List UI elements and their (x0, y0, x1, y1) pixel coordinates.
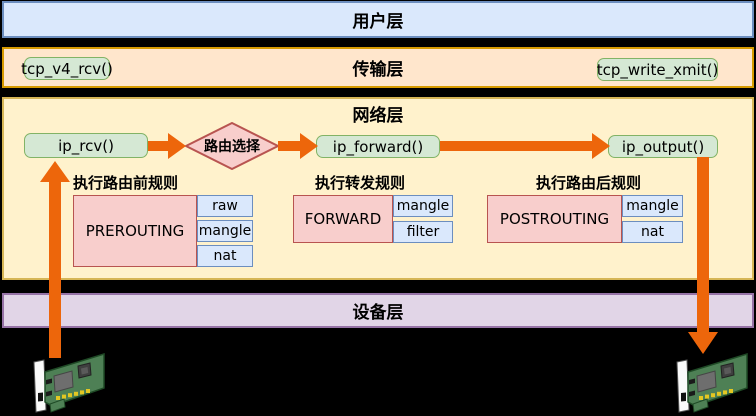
tcp-write-xmit-node: tcp_write_xmit() (597, 58, 718, 81)
network-card-icon (33, 352, 105, 413)
ip-forward-node: ip_forward() (316, 135, 440, 158)
tcp-v4-rcv-label: tcp_v4_rcv() (21, 59, 113, 78)
arrow-ip-output-to-nic (688, 157, 718, 354)
prerouting-tables: raw mangle nat (197, 195, 253, 267)
table-cell-raw: raw (197, 195, 253, 217)
arrow-ip-forward-to-ip-output (440, 133, 610, 159)
table-cell-mangle: mangle (197, 220, 253, 242)
table-cell-mangle: mangle (622, 195, 683, 217)
ip-rcv-node: ip_rcv() (24, 133, 148, 158)
ip-forward-label: ip_forward() (332, 137, 424, 156)
table-cell-nat: nat (197, 245, 253, 267)
device-layer-band: 设备层 (2, 293, 754, 328)
postrouting-caption: 执行路由后规则 (536, 174, 642, 192)
table-cell-mangle: mangle (393, 195, 453, 217)
ip-rcv-label: ip_rcv() (58, 136, 114, 155)
ip-output-label: ip_output() (621, 137, 705, 156)
postrouting-table: POSTROUTING mangle nat (487, 195, 683, 243)
arrow-route-to-ip-forward (278, 133, 318, 159)
ip-output-node: ip_output() (608, 135, 718, 158)
network-card-icon (676, 352, 748, 413)
forward-tables: mangle filter (393, 195, 453, 243)
diamond-icon (185, 122, 279, 170)
forward-chain-cell: FORWARD (293, 195, 393, 243)
device-layer-title: 设备层 (352, 303, 404, 323)
user-layer-band: 用户层 (2, 1, 754, 38)
route-decision-label: 路由选择 (204, 139, 260, 155)
table-cell-nat: nat (622, 221, 683, 243)
forward-caption: 执行转发规则 (315, 174, 406, 192)
network-layer-title: 网络层 (352, 106, 404, 126)
transport-layer-title: 传输层 (352, 60, 404, 80)
arrow-ip-rcv-to-route (148, 133, 186, 159)
postrouting-chain-cell: POSTROUTING (487, 195, 622, 243)
table-cell-filter: filter (393, 221, 453, 243)
tcp-v4-rcv-node: tcp_v4_rcv() (21, 57, 113, 80)
prerouting-table: PREROUTING raw mangle nat (73, 195, 253, 267)
prerouting-caption: 执行路由前规则 (73, 174, 179, 192)
forward-table: FORWARD mangle filter (293, 195, 453, 243)
arrow-nic-to-ip-rcv (40, 161, 70, 358)
tcp-write-xmit-label: tcp_write_xmit() (596, 60, 719, 79)
postrouting-tables: mangle nat (622, 195, 683, 243)
route-decision-node: 路由选择 (185, 122, 279, 170)
prerouting-chain-cell: PREROUTING (73, 195, 197, 267)
user-layer-title: 用户层 (352, 12, 404, 32)
